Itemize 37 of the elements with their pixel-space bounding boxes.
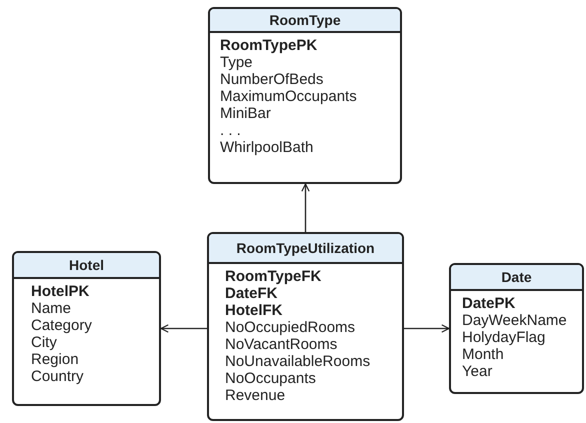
arrow [301, 183, 310, 232]
attribute-name: DayWeekName [462, 312, 567, 329]
attribute-name: NoOccupiedRooms [225, 319, 356, 336]
key-attribute: HotelPK [31, 283, 90, 300]
key-attribute: RoomTypeFK [225, 268, 322, 285]
attribute-name: Name [31, 300, 72, 317]
key-attribute: DateFK [225, 285, 278, 302]
attribute-name: Type [220, 54, 253, 71]
attribute-name: Month [462, 346, 504, 363]
arrow [160, 324, 207, 333]
attribute-name: Category [31, 317, 92, 334]
attribute-name: Year [462, 363, 492, 380]
table-title: Hotel [69, 257, 104, 273]
key-attribute: DatePK [462, 295, 516, 312]
table-title: RoomTypeUtilization [236, 240, 375, 256]
attribute-name: City [31, 334, 57, 351]
entity-table [207, 232, 404, 421]
attribute-name: NoUnavailableRooms [225, 353, 370, 370]
attribute-name: WhirlpoolBath [220, 139, 314, 156]
attribute-name: Revenue [225, 387, 286, 404]
attribute-name: NoOccupants [225, 370, 316, 387]
table-title: Date [501, 269, 532, 285]
attribute-name: NumberOfBeds [220, 71, 324, 88]
key-attribute: RoomTypePK [220, 37, 318, 54]
attribute-name: MaximumOccupants [220, 88, 357, 105]
arrow [404, 324, 450, 333]
entity-table [449, 263, 584, 394]
attribute-name: . . . [220, 122, 241, 139]
attribute-name: NoVacantRooms [225, 336, 338, 353]
table-title: RoomType [269, 12, 341, 28]
key-attribute: HotelFK [225, 302, 282, 319]
attribute-name: HolydayFlag [462, 329, 546, 346]
attribute-name: Region [31, 351, 79, 368]
entity-table [208, 7, 402, 184]
attribute-name: Country [31, 368, 84, 385]
attribute-name: MiniBar [220, 105, 271, 122]
entity-table [12, 251, 161, 406]
